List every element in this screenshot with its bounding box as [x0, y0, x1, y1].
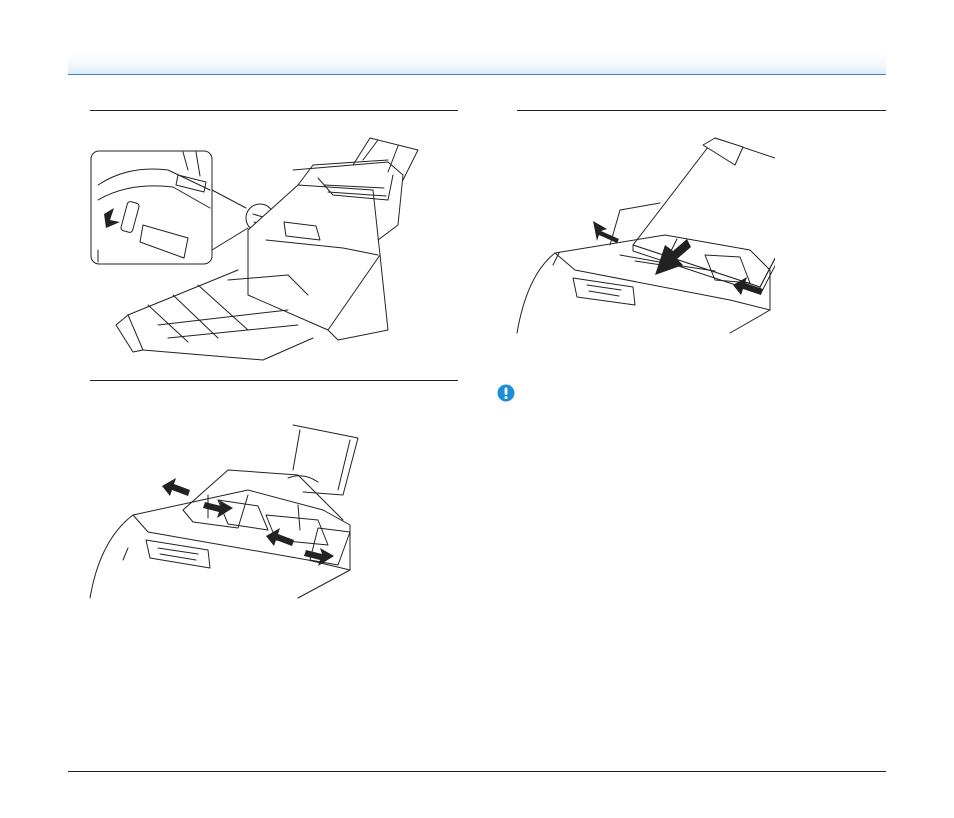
scanner-with-trays-open-illustration — [88, 130, 423, 365]
section-rule-step-3 — [517, 110, 886, 111]
important-icon — [497, 384, 515, 402]
header-rule — [68, 52, 886, 75]
document-loading-illustration — [515, 135, 775, 335]
power-switch-inset — [91, 151, 212, 264]
footer-rule — [68, 771, 886, 772]
section-rule-step-2 — [90, 380, 458, 381]
section-rule-step-1 — [90, 110, 458, 111]
document-guides-adjust-illustration — [88, 420, 368, 600]
